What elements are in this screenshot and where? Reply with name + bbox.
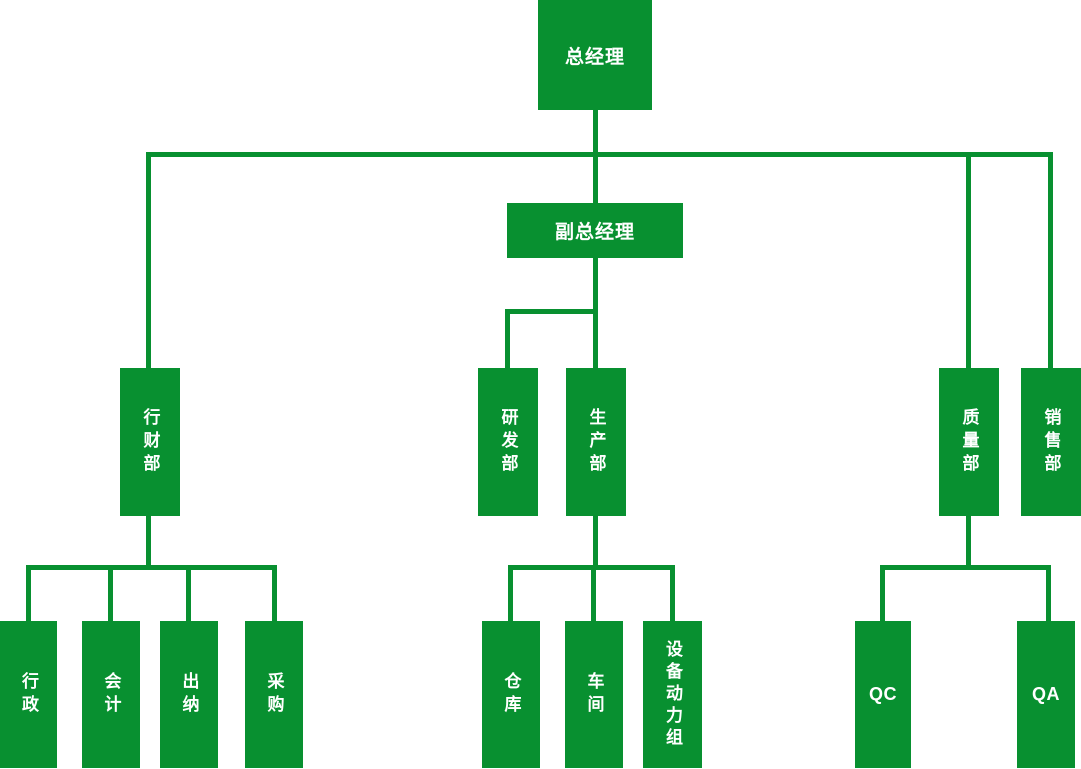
connector-drop-qc xyxy=(880,565,885,621)
connector-drop-admin-finance xyxy=(146,152,151,368)
node-admin: 行政 xyxy=(0,621,57,768)
node-workshop-label: 车间 xyxy=(584,671,604,718)
node-quality-dept: 质量部 xyxy=(939,368,999,516)
node-production-dept: 生产部 xyxy=(566,368,626,516)
node-admin-finance-dept-label: 行财部 xyxy=(140,407,160,477)
node-equipment-power-group-label: 设备动力组 xyxy=(663,639,682,750)
node-general-manager: 总经理 xyxy=(538,0,652,110)
connector-drop-qa xyxy=(1046,565,1051,621)
connector-drop-workshop xyxy=(591,565,596,621)
connector-right-horizontal xyxy=(880,565,1051,570)
node-qc-label: QC xyxy=(869,684,897,704)
node-cashier-label: 出纳 xyxy=(179,671,199,718)
node-equipment-power-group: 设备动力组 xyxy=(643,621,702,768)
connector-left-horizontal xyxy=(26,565,277,570)
node-warehouse: 仓库 xyxy=(482,621,540,768)
connector-admin-finance-stem xyxy=(146,516,151,570)
node-procurement: 采购 xyxy=(245,621,303,768)
node-accounting: 会计 xyxy=(82,621,140,768)
connector-dgm-stem xyxy=(593,157,598,203)
node-general-manager-label: 总经理 xyxy=(564,46,625,68)
connector-drop-warehouse xyxy=(508,565,513,621)
connector-production-stem xyxy=(593,516,598,570)
node-sales-dept: 销售部 xyxy=(1021,368,1081,516)
node-production-dept-label: 生产部 xyxy=(586,407,606,477)
node-accounting-label: 会计 xyxy=(101,671,121,718)
connector-drop-procurement xyxy=(272,565,277,621)
node-qc: QC xyxy=(855,621,911,768)
connector-drop-accounting xyxy=(108,565,113,621)
node-qa-label: QA xyxy=(1032,684,1060,704)
node-rd-dept-label: 研发部 xyxy=(498,407,518,477)
connector-dgm-branch-horizontal xyxy=(505,309,598,314)
node-workshop: 车间 xyxy=(565,621,623,768)
connector-drop-quality xyxy=(966,152,971,368)
node-quality-dept-label: 质量部 xyxy=(959,407,979,477)
connector-quality-stem xyxy=(966,516,971,570)
node-cashier: 出纳 xyxy=(160,621,218,768)
connector-drop-rd xyxy=(505,309,510,368)
connector-gm-stem xyxy=(593,110,598,157)
node-qa: QA xyxy=(1017,621,1075,768)
connector-main-horizontal xyxy=(146,152,1053,157)
node-warehouse-label: 仓库 xyxy=(501,671,521,718)
node-rd-dept: 研发部 xyxy=(478,368,538,516)
connector-drop-equipment-power xyxy=(670,565,675,621)
node-procurement-label: 采购 xyxy=(264,671,284,718)
node-deputy-general-manager-label: 副总经理 xyxy=(554,222,635,243)
node-sales-dept-label: 销售部 xyxy=(1041,407,1061,477)
node-deputy-general-manager: 副总经理 xyxy=(507,203,683,258)
connector-drop-cashier xyxy=(186,565,191,621)
connector-drop-sales xyxy=(1048,152,1053,368)
node-admin-finance-dept: 行财部 xyxy=(120,368,180,516)
node-admin-label: 行政 xyxy=(19,671,38,718)
connector-drop-admin xyxy=(26,565,31,621)
